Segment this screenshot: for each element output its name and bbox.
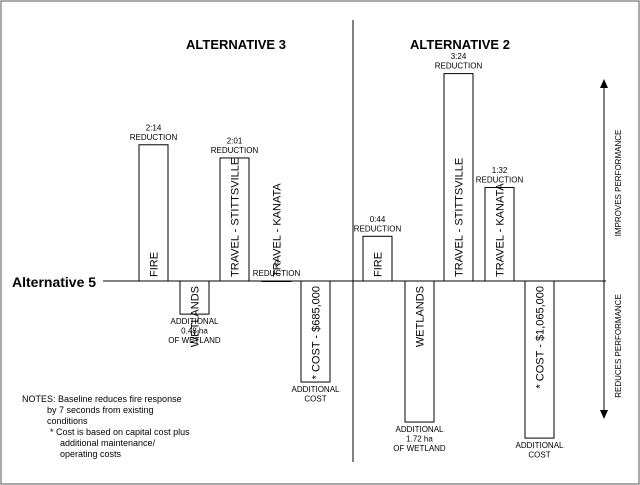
bar-annotation-cost-685-000-p1: ADDITIONAL (291, 385, 340, 394)
bar-label-travel-kanata-p1: TRAVEL - KANATA (272, 183, 284, 277)
bar-annotation-cost-1-065-000-p2: COST (528, 451, 550, 460)
bar-annotation-travel-kanata-p2: 1:32 (492, 166, 508, 175)
bar-label-travel-stittsville-p1: TRAVEL - STITTSVILLE (230, 158, 242, 277)
performance-arrow (600, 79, 608, 419)
bar-annotation-wetlands-p2: 1.72 ha (406, 435, 433, 444)
bar-annotation-wetlands-p2: OF WETLAND (393, 444, 446, 453)
notes-line: additional maintenance/ (60, 438, 156, 448)
arrow-up-head (600, 79, 608, 88)
bar-annotation-travel-stittsville-p2: 3:24 (451, 52, 467, 61)
bar-annotation-wetlands-p1: ADDITIONAL (170, 317, 219, 326)
bar-annotation-wetlands-p1: 0.48 ha (181, 327, 208, 336)
bar-travel-stittsville-p2 (443, 73, 474, 282)
bar-cost-685-000-p1 (300, 280, 331, 383)
bar-fire-p2 (362, 235, 393, 282)
bar-travel-kanata-p1 (261, 280, 292, 282)
bar-wetlands-p1 (179, 280, 210, 315)
bar-annotation-wetlands-p1: OF WETLAND (168, 336, 221, 345)
bar-fire-p1 (138, 144, 169, 282)
reduces-performance-label: REDUCES PERFORMANCE (614, 294, 623, 398)
notes-line: operating costs (60, 449, 122, 459)
bar-annotation-fire-p2: REDUCTION (354, 224, 402, 233)
bar-annotation-fire-p2: 0:44 (370, 215, 386, 224)
notes-line: * Cost is based on capital cost plus (50, 427, 190, 437)
bar-annotation-fire-p1: 2:14 (146, 123, 162, 132)
bar-label-fire-p2: FIRE (373, 252, 385, 277)
bar-annotation-cost-1-065-000-p2: ADDITIONAL (515, 441, 564, 450)
bar-annotation-fire-p1: REDUCTION (130, 133, 178, 142)
panel-title-alternative-3: ALTERNATIVE 3 (186, 37, 286, 52)
bar-annotation-travel-stittsville-p1: 2:01 (227, 136, 243, 145)
bar-label-wetlands-p1: WETLANDS (190, 286, 202, 347)
bar-label-wetlands-p2: WETLANDS (415, 286, 427, 347)
notes-line: NOTES: Baseline reduces fire response (22, 394, 182, 404)
bar-annotation-cost-685-000-p1: COST (304, 395, 326, 404)
bar-label-travel-kanata-p2: TRAVEL - KANATA (495, 183, 507, 277)
bar-label-cost-685-000-p1: * COST - $685,000 (311, 286, 323, 379)
bar-label-travel-stittsville-p2: TRAVEL - STITTSVILLE (454, 158, 466, 277)
notes-block: NOTES: Baseline reduces fire response by… (22, 394, 190, 459)
arrow-down-head (600, 410, 608, 419)
bar-label-cost-1-065-000-p2: * COST - $1,065,000 (535, 286, 547, 389)
bar-annotation-travel-kanata-p1: 0 (274, 260, 279, 269)
bar-annotation-travel-kanata-p2: REDUCTION (476, 175, 524, 184)
bar-cost-1-065-000-p2 (524, 280, 555, 439)
notes-line: by 7 seconds from existing (47, 405, 154, 415)
bar-wetlands-p2 (404, 280, 435, 423)
bar-annotation-travel-kanata-p1: REDUCTION (253, 269, 301, 278)
bar-label-fire-p1: FIRE (149, 252, 161, 277)
notes-line: conditions (47, 416, 88, 426)
bar-annotation-travel-stittsville-p2: REDUCTION (435, 62, 483, 71)
improves-performance-label: IMPROVES PERFORMANCE (614, 130, 623, 237)
panel-title-alternative-2: ALTERNATIVE 2 (410, 37, 510, 52)
bar-annotation-wetlands-p2: ADDITIONAL (395, 425, 444, 434)
bar-annotation-travel-stittsville-p1: REDUCTION (211, 146, 259, 155)
bar-travel-kanata-p2 (484, 186, 515, 282)
bar-travel-stittsville-p1 (219, 157, 250, 282)
baseline-label: Alternative 5 (12, 274, 96, 290)
bars-layer: FIRE2:14REDUCTIONWETLANDSADDITIONAL0.48 … (130, 52, 564, 459)
